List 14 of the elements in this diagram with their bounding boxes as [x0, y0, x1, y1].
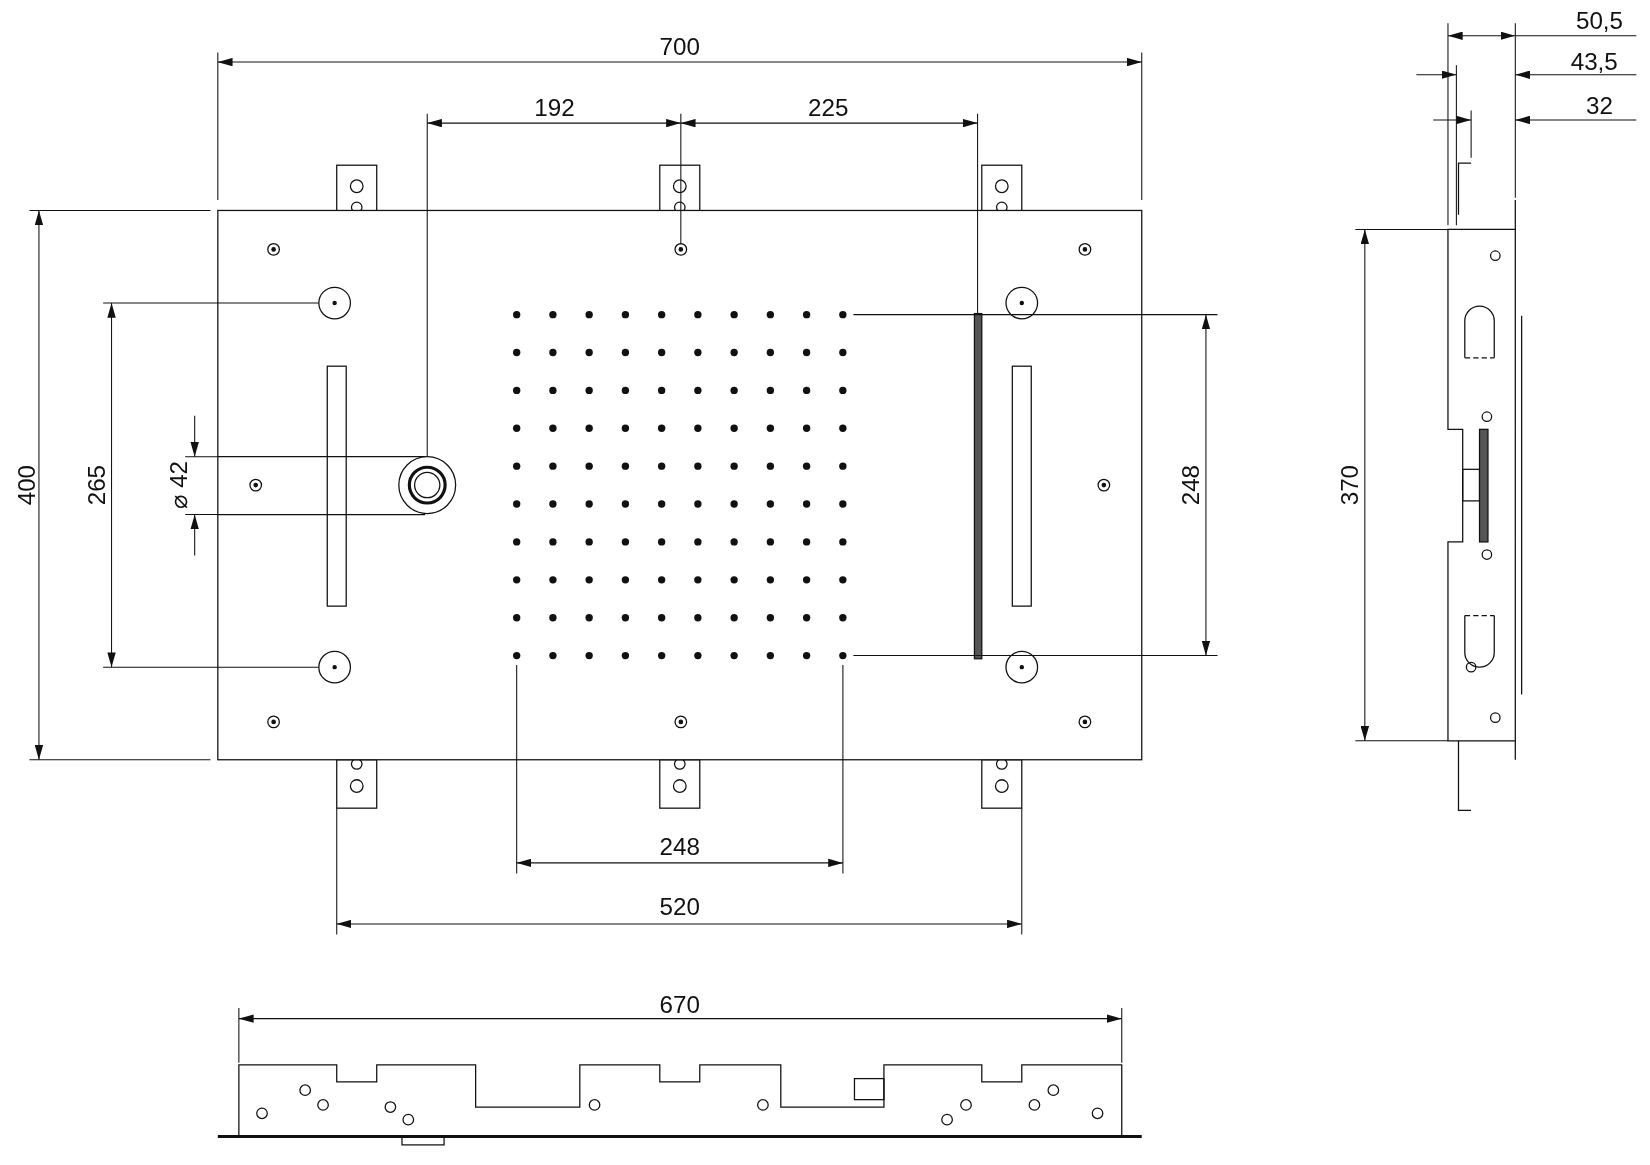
dimension-label: 248 — [1179, 464, 1204, 506]
dimension-label: 248 — [659, 835, 700, 860]
dimension-label: 670 — [659, 992, 700, 1018]
dimension-label: 400 — [15, 464, 40, 506]
dimension-label: ⌀ 42 — [166, 460, 191, 510]
dimension-label: 370 — [1338, 464, 1363, 506]
dimension-label: 192 — [534, 96, 575, 121]
dimension-label: 43,5 — [1570, 50, 1618, 75]
dimension-label: 50,5 — [1575, 8, 1624, 34]
dimension-label: 700 — [659, 35, 700, 60]
dimension-label: 265 — [84, 464, 109, 506]
dimension-label: 225 — [807, 96, 849, 121]
dimension-label: 520 — [659, 895, 700, 920]
dimension-label: 32 — [1586, 94, 1613, 119]
